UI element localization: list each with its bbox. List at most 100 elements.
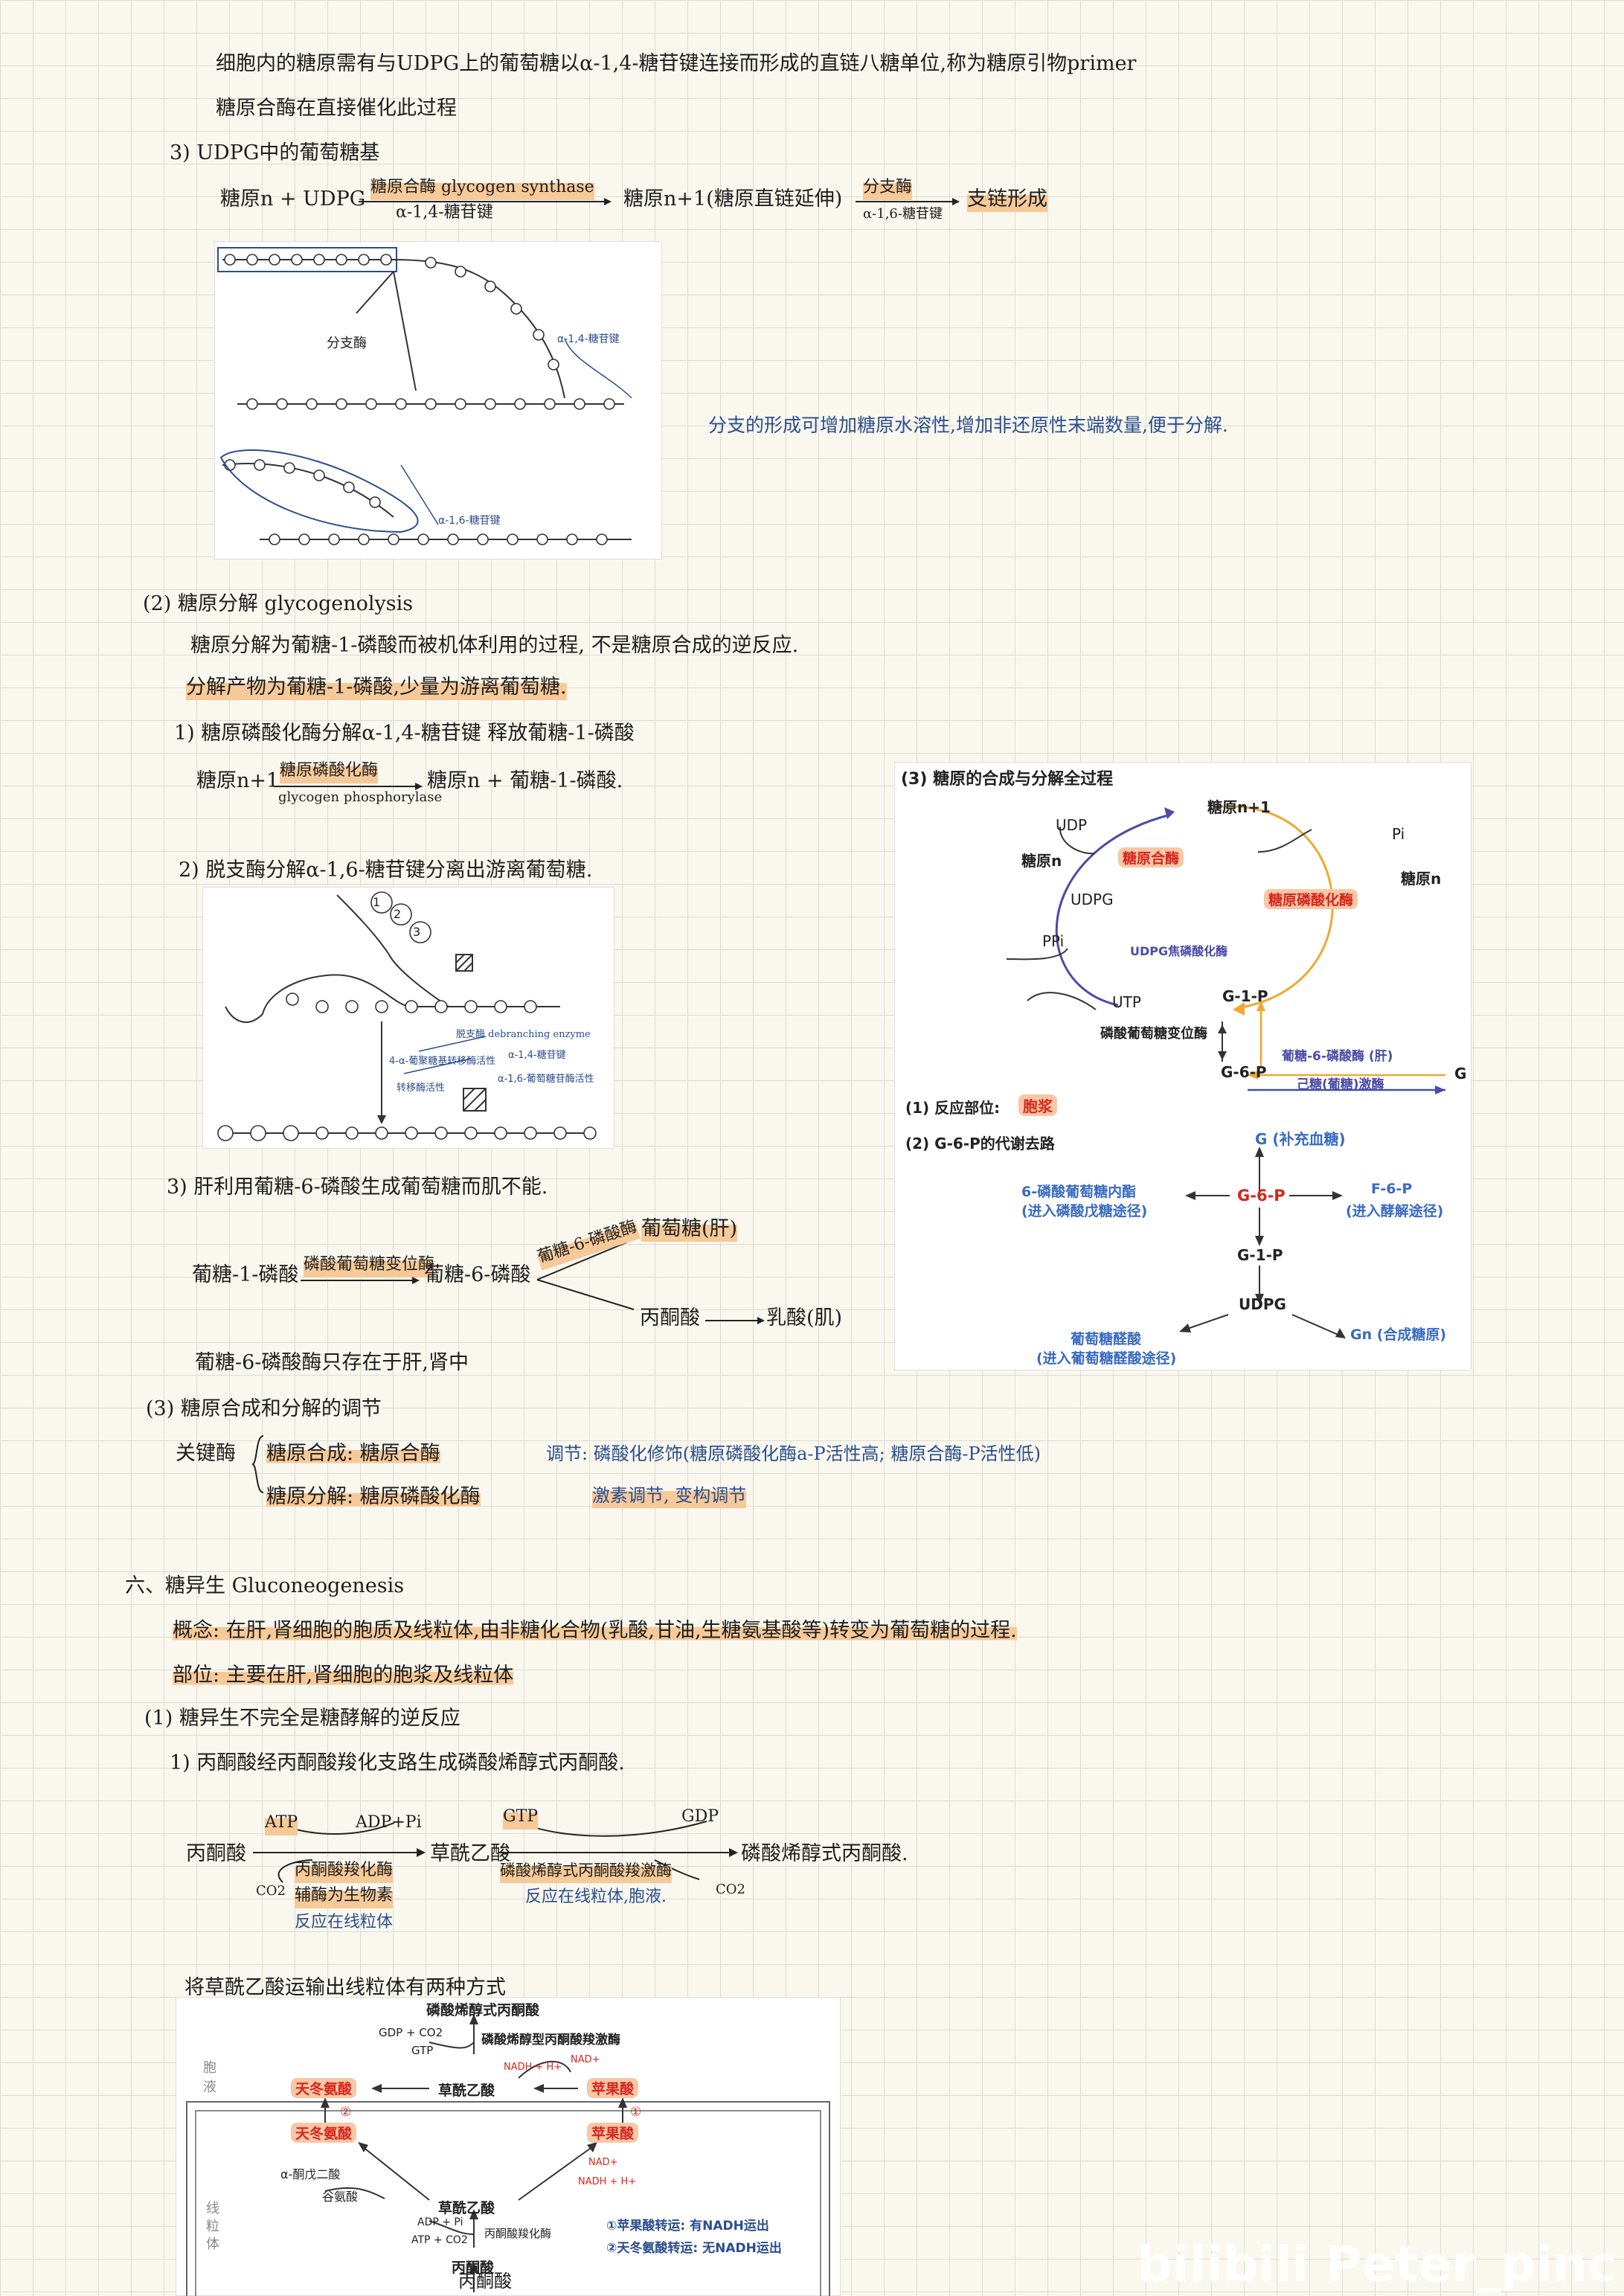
fig3-f6p-route: (进入酵解途径) xyxy=(1346,1203,1444,1219)
fig4-adp: ADP + Pi xyxy=(417,2216,463,2228)
fig4-mito: 线粒体 xyxy=(206,2201,219,2252)
debranching-diagram xyxy=(217,891,597,1141)
s6-transport: 将草酰乙酸运输出线粒体有两种方式 xyxy=(184,1976,506,1999)
s2-line2: 分解产物为葡糖-1-磷酸,少量为游离葡萄糖. xyxy=(186,673,567,702)
s6-co2b: CO2 xyxy=(716,1882,745,1897)
s6-loc2: 反应在线粒体,胞液. xyxy=(525,1888,667,1906)
fig3-g6p: G-6-P xyxy=(1221,1063,1267,1081)
fig3-udpg-lower: UDPG xyxy=(1239,1295,1286,1313)
fig4-note2: ②天冬氨酸转运: 无NADH运出 xyxy=(606,2241,782,2256)
eq1-bond: α-1,4-糖苷键 xyxy=(396,203,493,222)
eq1-arrow xyxy=(359,198,612,205)
s4-dec: 糖原分解: 糖原磷酸化酶 xyxy=(266,1485,481,1508)
fig3-g-supply: G (补充血糖) xyxy=(1255,1130,1346,1148)
branch-note: 分支的形成可增加糖原水溶性,增加非还原性末端数量,便于分解. xyxy=(708,414,1228,436)
eq1-enzyme: 糖原合酶 glycogen synthase xyxy=(370,173,594,202)
s3-note: 葡糖-6-磷酸酶只存在于肝,肾中 xyxy=(195,1351,469,1374)
s4-key: 关键酶 xyxy=(176,1442,236,1465)
s2-point2: 2) 脱支酶分解α-1,6-糖苷键分离出游离葡萄糖. xyxy=(179,859,593,882)
glycogen-cycle-figure: (3) 糖原的合成与分解全过程 糖原n+1 UDP 糖原n 糖原合酶 Pi 糖原… xyxy=(894,762,1471,1370)
fig4-nadh1: NADH + H+ xyxy=(504,2062,562,2073)
fig2-n1: 1 xyxy=(373,895,381,909)
branching-diagram xyxy=(217,247,632,545)
eq1-arrow2 xyxy=(856,198,960,205)
note-primer: 细胞内的糖原需有与UDPG上的葡萄糖以α-1,4-糖苷键连接而形成的直链八糖单位… xyxy=(216,52,1137,75)
eq1-mid: 糖原n+1(糖原直链延伸) xyxy=(623,187,843,211)
s2-eq-arrow xyxy=(274,783,423,790)
fig2-glucosidase: α-1,6-葡萄糖苷酶活性 xyxy=(498,1074,594,1085)
fig3-pi: Pi xyxy=(1392,825,1405,843)
fig3-ppi: PPi xyxy=(1042,932,1065,950)
fig2-bond: α-1,4-糖苷键 xyxy=(508,1050,566,1061)
s4-reg1: 调节: 磷酸化修饰(糖原磷酸化酶a-P活性高; 糖原合酶-P活性低) xyxy=(546,1443,1041,1464)
eq1-right: 支链形成 xyxy=(967,185,1047,214)
fig4-atp: ATP + CO2 xyxy=(411,2234,468,2246)
fig3-mutase: 磷酸葡萄糖变位酶 xyxy=(1100,1026,1207,1042)
fig3-route-label: (2) G-6-P的代谢去路 xyxy=(905,1135,1055,1152)
fig3-synthase: 糖原合酶 xyxy=(1118,847,1184,868)
fig3-hexokinase: 己糖(葡糖)激酶 xyxy=(1297,1077,1384,1092)
s3-glucose: 葡萄糖(肝) xyxy=(641,1214,738,1244)
fig4-glu: 谷氨酸 xyxy=(322,2190,359,2204)
s4-title: (3) 糖原合成和分解的调节 xyxy=(146,1397,382,1420)
fig4-pepck: 磷酸烯醇型丙酮酸羧激酶 xyxy=(481,2033,620,2048)
fig4-oaa2: 草酰乙酸 xyxy=(438,2200,495,2216)
shuttle-figure: 磷酸烯醇式丙酮酸 GDP + CO2 GTP 磷酸烯醇型丙酮酸羧激酶 胞液 天冬… xyxy=(176,1997,841,2296)
fig3-g6pase: 葡糖-6-磷酸酶 (肝) xyxy=(1282,1049,1393,1064)
fig4-cytosol: 胞液 xyxy=(203,2060,216,2095)
fig2-n3: 3 xyxy=(413,925,421,939)
shuttle-diagram xyxy=(186,2014,830,2296)
heading-udpg: 3) UDPG中的葡萄糖基 xyxy=(170,141,380,164)
s2-eq-enzyme-en: glycogen phosphorylase xyxy=(278,789,443,805)
s2-title: (2) 糖原分解 glycogenolysis xyxy=(143,592,414,615)
fig4-pyruvate: 丙酮酸 xyxy=(452,2260,495,2276)
fig2-n2: 2 xyxy=(394,907,402,921)
fig4-mal1: 苹果酸 xyxy=(587,2078,639,2098)
fig3-glyn1: 糖原n+1 xyxy=(1207,798,1271,816)
s6-point2: 1) 丙酮酸经丙酮酸羧化支路生成磷酸烯醇式丙酮酸. xyxy=(170,1751,625,1774)
fig4-note1: ①苹果酸转运: 有NADH运出 xyxy=(606,2219,769,2234)
fig3-g: G xyxy=(1454,1065,1467,1083)
fig3-glucuronate: 葡萄糖醛酸 xyxy=(1071,1331,1142,1347)
fig3-glyn-right: 糖原n xyxy=(1401,870,1442,888)
s6-co2: CO2 xyxy=(256,1883,286,1899)
fig3-pgl-route: (进入磷酸戊糖途径) xyxy=(1021,1203,1148,1219)
fig4-gtp: GTP xyxy=(411,2044,434,2057)
s4-brace xyxy=(251,1435,264,1493)
fig3-glyn: 糖原n xyxy=(1021,852,1062,870)
fig2-transfer-activity: 转移酶活性 xyxy=(397,1083,446,1094)
s6-biotin: 辅酶为生物素 xyxy=(295,1881,394,1911)
s6-adp: ADP+Pi xyxy=(356,1813,422,1832)
eq1-enzyme2: 分支酶 xyxy=(863,173,913,202)
s3-point: 3) 肝利用葡糖-6-磷酸生成葡萄糖而肌不能. xyxy=(167,1176,548,1199)
note-synthase: 糖原合酶在直接催化此过程 xyxy=(216,97,457,120)
s2-line1: 糖原分解为葡糖-1-磷酸而被机体利用的过程, 不是糖原合成的逆反应. xyxy=(190,634,799,657)
s3-g6p: 葡糖-6-磷酸 xyxy=(424,1263,531,1286)
s2-eq-right: 糖原n + 葡糖-1-磷酸. xyxy=(427,769,623,792)
fig3-udpg-enzyme: UDPG焦磷酸化酶 xyxy=(1130,944,1228,958)
s2-point1: 1) 糖原磷酸化酶分解α-1,4-糖苷键 释放葡糖-1-磷酸 xyxy=(174,722,635,745)
fig2-debranch: 脱支酶 debranching enzyme xyxy=(456,1029,591,1040)
watermark: bilibili Peter_pinc xyxy=(1137,2236,1617,2293)
fig3-site: 胞浆 xyxy=(1018,1094,1057,1116)
s3-lactate: 乳酸(肌) xyxy=(766,1306,843,1330)
fig3-udp: UDP xyxy=(1056,816,1088,834)
s6-mito-note: 反应在线粒体 xyxy=(295,1913,394,1931)
fig4-nadh2: NADH + H+ xyxy=(578,2176,637,2187)
s6-pepck: 磷酸烯醇式丙酮酸羧激酶 xyxy=(500,1856,672,1885)
fig4-asp2: 天冬氨酸 xyxy=(291,2123,357,2143)
eq1-left: 糖原n + UDPG xyxy=(220,187,366,211)
fig4-nad2: NAD+ xyxy=(588,2157,618,2168)
fig4-akg: α-酮戊二酸 xyxy=(280,2167,341,2181)
s6-site: 部位: 主要在肝,肾细胞的胞浆及线粒体 xyxy=(173,1664,514,1687)
fig3-site-label: (1) 反应部位: xyxy=(905,1099,1001,1117)
eq1-bond2: α-1,6-糖苷键 xyxy=(863,206,943,222)
branching-figure: 分支酶 α-1,4-糖苷键 α-1,6-糖苷键 xyxy=(214,241,662,559)
fig4-circle2: ② xyxy=(340,2105,352,2120)
fig3-phosphorylase: 糖原磷酸化酶 xyxy=(1264,889,1358,909)
s6-gdp: GDP xyxy=(681,1807,719,1826)
s3-mutase: 磷酸葡萄糖变位酶 xyxy=(304,1250,435,1280)
fig1-bond2-label: α-1,6-糖苷键 xyxy=(438,515,501,527)
fig4-pc: 丙酮酸羧化酶 xyxy=(484,2227,552,2240)
fig4-asp1: 天冬氨酸 xyxy=(291,2078,357,2098)
